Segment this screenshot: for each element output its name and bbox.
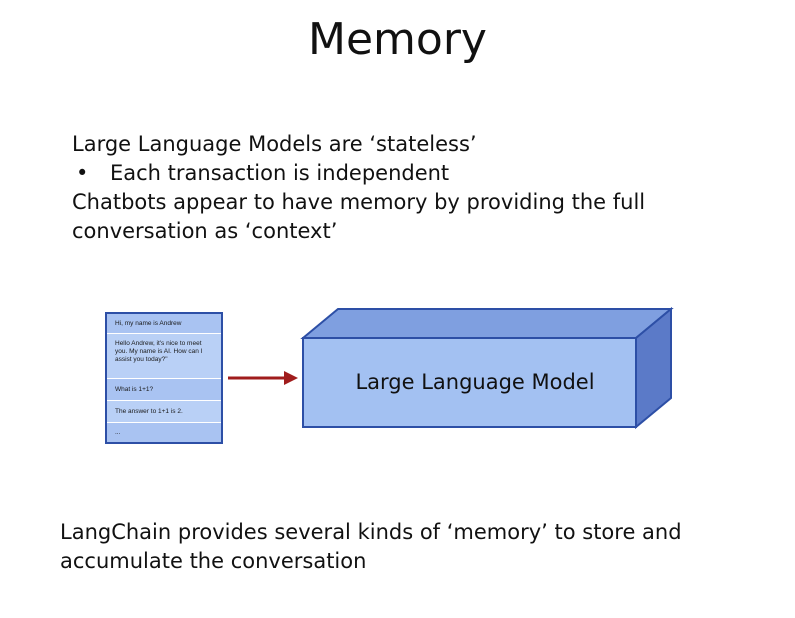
llm-box-top: [300, 308, 674, 339]
chat-message: Hi, my name is Andrew: [107, 314, 221, 334]
bullet-text: Each transaction is independent: [110, 161, 450, 185]
chat-history-box: Hi, my name is Andrew Hello Andrew, it's…: [105, 312, 223, 444]
llm-label: Large Language Model: [355, 370, 595, 394]
bullet-dot-icon: •: [76, 161, 89, 185]
memory-diagram: Hi, my name is Andrew Hello Andrew, it's…: [100, 300, 700, 450]
diagram-shapes: [228, 306, 674, 430]
chat-message: ...: [107, 423, 221, 442]
chat-message: The answer to 1+1 is 2.: [107, 401, 221, 423]
chat-message: Hello Andrew, it's nice to meet you. My …: [107, 334, 221, 379]
footer-line-2: accumulate the conversation: [60, 549, 367, 573]
intro-text: Large Language Models are ‘stateless’ • …: [72, 130, 772, 246]
intro-line-stateless: Large Language Models are ‘stateless’: [72, 132, 477, 156]
bullet-item: • Each transaction is independent: [72, 159, 772, 188]
footer-line-1: LangChain provides several kinds of ‘mem…: [60, 520, 682, 544]
chat-message: What is 1+1?: [107, 379, 221, 401]
arrow-head-icon: [284, 371, 298, 385]
intro-line-context: conversation as ‘context’: [72, 219, 338, 243]
footer-text: LangChain provides several kinds of ‘mem…: [60, 518, 780, 576]
intro-line-chatbots: Chatbots appear to have memory by provid…: [72, 190, 646, 214]
llm-box-front: [302, 337, 637, 428]
slide-title: Memory: [308, 14, 487, 65]
